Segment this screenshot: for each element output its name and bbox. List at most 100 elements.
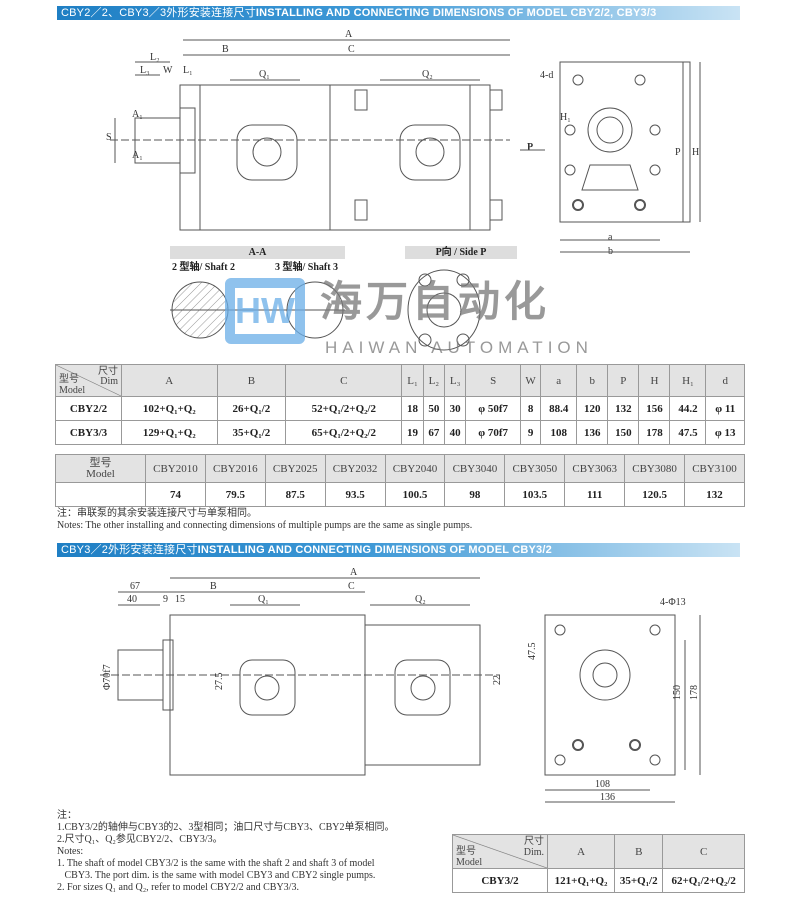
table-cell: 9 (519, 420, 542, 445)
svg-text:Q₂: Q₂ (422, 69, 433, 80)
svg-text:136: 136 (600, 792, 615, 803)
table-cell: φ 13 (705, 420, 745, 445)
section-header-cby32: CBY3／2外形安装连接尺寸INSTALLING AND CONNECTING … (57, 543, 740, 557)
table-cell: 30 (443, 396, 467, 421)
table-cell: A (546, 834, 616, 869)
note-line: CBY3. The port dim. is the same with mod… (57, 870, 376, 881)
svg-text:Q₁: Q₁ (259, 69, 270, 80)
table-cell: 79.5 (204, 482, 266, 507)
svg-text:W: W (163, 65, 173, 76)
note-line: Notes: (57, 846, 84, 857)
table-cell: W (519, 364, 542, 397)
svg-text:C: C (348, 581, 355, 592)
note-line: 1. The shaft of model CBY3/2 is the same… (57, 858, 375, 869)
svg-text:27.5: 27.5 (214, 673, 225, 691)
shaft2-label: 2 型轴/ Shaft 2 (172, 262, 236, 273)
svg-text:H₁: H₁ (560, 112, 571, 123)
table-cell: 121+Q₁+Q₂ (546, 868, 616, 893)
table-cell: 132 (684, 482, 745, 507)
svg-text:B: B (222, 44, 229, 55)
table-cell: L₁ (401, 364, 424, 397)
svg-text:Q₁: Q₁ (258, 594, 269, 605)
svg-text:L₂: L₂ (150, 52, 160, 63)
table-cell: B (216, 364, 287, 397)
section-aa-label: A-A (170, 246, 345, 259)
table-cell: 35+Q₁/2 (614, 868, 664, 893)
svg-text:B: B (210, 581, 217, 592)
table-cell: CBY2010 (145, 454, 206, 483)
table-cell: 40 (443, 420, 467, 445)
table-cell: 120 (576, 396, 609, 421)
table-cell: H (638, 364, 671, 397)
svg-text:4-Φ13: 4-Φ13 (660, 597, 686, 608)
table-cell: A (121, 364, 218, 397)
table-cell: 47.5 (669, 420, 707, 445)
table-cell: 108 (540, 420, 578, 445)
notes-1: 注：串联泵的其余安装连接尺寸与单泵相同。Notes: The other ins… (57, 508, 472, 532)
table-cell: 100.5 (384, 482, 446, 507)
table-cell: d (705, 364, 745, 397)
table-cell: 87.5 (264, 482, 326, 507)
table-cell: 67 (422, 420, 446, 445)
table-cell: b (576, 364, 609, 397)
table-cell: C (285, 364, 403, 397)
section-header-cby22-cby33: CBY2／2、CBY3／3外形安装连接尺寸INSTALLING AND CONN… (57, 6, 740, 20)
table-cell: CBY2040 (384, 454, 446, 483)
svg-text:S: S (106, 132, 112, 143)
note-line: 2. For sizes Q₁ and Q₂, refer to model C… (57, 882, 299, 893)
table-cell: 129+Q₁+Q₂ (121, 420, 218, 445)
shaft3-label: 3 型轴/ Shaft 3 (275, 262, 339, 273)
svg-text:9: 9 (163, 594, 168, 605)
notes-2: 注：1.CBY3/2的轴伸与CBY3的2、3型相同；油口尺寸与CBY3、CBY2… (57, 810, 442, 894)
dim-a-top: A (345, 29, 353, 40)
svg-text:P: P (527, 142, 533, 153)
side-p-label: P向 / Side P (405, 246, 517, 259)
hw-logo-icon: HW (225, 278, 305, 344)
note-en: Notes: The other installing and connecti… (57, 520, 473, 531)
note-line: 2.尺寸Q₁、Q₂参见CBY2/2、CBY3/3。 (57, 834, 223, 845)
table-cell: CBY3080 (624, 454, 686, 483)
table-cell: 50 (422, 396, 446, 421)
table-cell: L₃ (443, 364, 467, 397)
svg-text:P: P (675, 147, 681, 158)
table-cell: L₂ (422, 364, 446, 397)
table-cell: 156 (638, 396, 671, 421)
table-cell: 93.5 (324, 482, 386, 507)
svg-text:15: 15 (175, 594, 185, 605)
table-cell: 132 (607, 396, 640, 421)
table-cell: S (465, 364, 521, 397)
table-cell: CBY3/3 (55, 420, 122, 445)
pump-end-view-top (520, 61, 701, 253)
svg-text:A: A (350, 567, 358, 578)
section-title-en: INSTALLING AND CONNECTING DIMENSIONS OF … (255, 7, 657, 19)
table-cell: 8 (519, 396, 542, 421)
table-cell: 52+Q₁/2+Q₂/2 (285, 396, 403, 421)
svg-text:C: C (348, 44, 355, 55)
svg-text:108: 108 (595, 779, 610, 790)
table-cell: H₁ (669, 364, 707, 397)
table-cell: CBY3063 (564, 454, 626, 483)
svg-text:178: 178 (689, 685, 700, 700)
table-cell: 88.4 (540, 396, 578, 421)
section-title-cn: CBY2／2、CBY3／3外形安装连接尺寸 (61, 7, 256, 19)
table-cell: CBY3040 (444, 454, 506, 483)
table-cell: φ 11 (705, 396, 745, 421)
table-cell: C (662, 834, 745, 869)
svg-text:150: 150 (672, 685, 683, 700)
note-line: 注： (57, 810, 77, 821)
svg-text:Q₂: Q₂ (415, 594, 426, 605)
table-cell: 26+Q₁/2 (216, 396, 287, 421)
table-cell: 19 (401, 420, 424, 445)
table-cell: a (540, 364, 578, 397)
watermark-en: HAIWAN AUTOMATION (325, 338, 593, 357)
table-cell: 178 (638, 420, 671, 445)
